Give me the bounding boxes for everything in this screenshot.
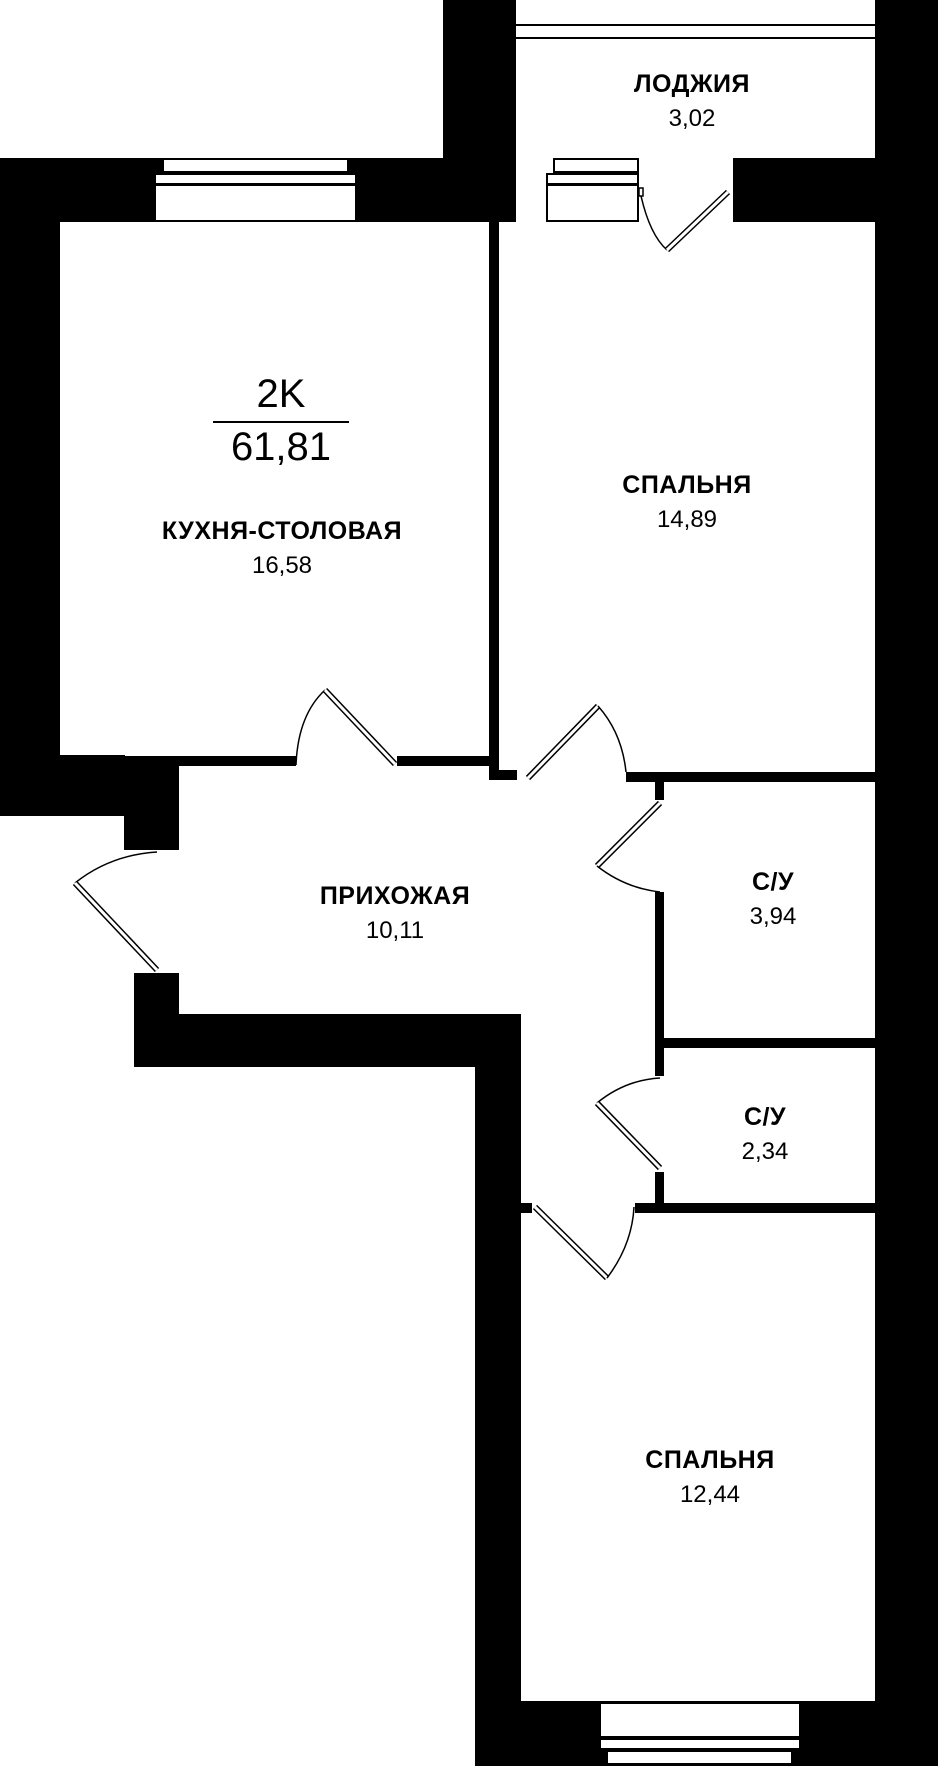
room-name: ПРИХОЖАЯ xyxy=(319,882,471,910)
room-name: СПАЛЬНЯ xyxy=(645,1446,775,1474)
window-kitchen xyxy=(145,158,360,222)
room-name: ЛОДЖИЯ xyxy=(633,70,751,98)
room-bathroom-2: С/У 2,34 xyxy=(742,1103,789,1166)
room-bedroom-2: СПАЛЬНЯ 12,44 xyxy=(645,1446,774,1509)
door-bedroom1 xyxy=(525,703,627,781)
room-area: 14,89 xyxy=(656,506,718,533)
door-bathroom2 xyxy=(594,1077,663,1171)
door-bathroom1 xyxy=(594,800,663,893)
door-kitchen xyxy=(295,687,398,767)
room-area: 16,58 xyxy=(251,552,313,579)
room-area: 2,34 xyxy=(741,1138,789,1165)
apartment-type: 2K xyxy=(213,372,349,423)
room-loggia: ЛОДЖИЯ 3,02 xyxy=(634,70,750,133)
apartment-summary: 2K 61,81 xyxy=(213,372,349,470)
room-name: С/У xyxy=(743,1103,787,1131)
room-area: 3,02 xyxy=(668,105,716,132)
room-bathroom-1: С/У 3,94 xyxy=(750,868,797,931)
apartment-total-area: 61,81 xyxy=(230,425,332,469)
window-loggia-door xyxy=(546,158,639,222)
room-name: КУХНЯ-СТОЛОВАЯ xyxy=(161,517,403,545)
door-entrance xyxy=(72,851,160,973)
room-area: 10,11 xyxy=(365,917,425,944)
window-bedroom2 xyxy=(599,1702,801,1765)
room-area: 12,44 xyxy=(679,1481,741,1508)
room-bedroom-1: СПАЛЬНЯ 14,89 xyxy=(622,471,751,534)
door-loggia xyxy=(638,187,731,253)
loggia-glazing xyxy=(516,24,875,39)
door-bedroom2 xyxy=(532,1204,635,1281)
room-name: С/У xyxy=(751,868,795,896)
room-name: СПАЛЬНЯ xyxy=(622,471,752,499)
room-kitchen: КУХНЯ-СТОЛОВАЯ 16,58 xyxy=(162,517,402,580)
room-area: 3,94 xyxy=(749,903,797,930)
room-hallway: ПРИХОЖАЯ 10,11 xyxy=(320,882,470,945)
